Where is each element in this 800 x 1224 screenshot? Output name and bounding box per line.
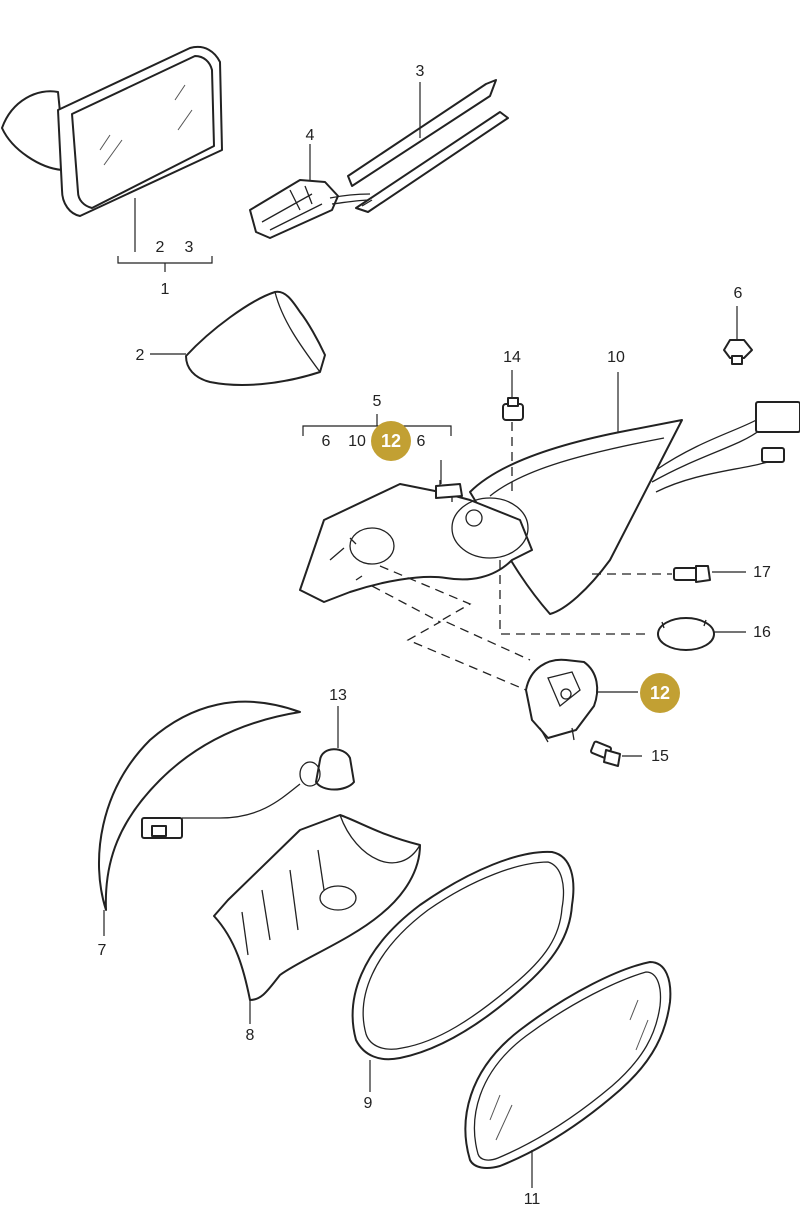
screw-17-drawing — [673, 565, 711, 583]
housing-shell-7-drawing — [97, 700, 301, 911]
callout-9: 9 — [364, 1095, 373, 1112]
cover-cap-drawing — [185, 290, 326, 386]
callout-1: 1 — [161, 281, 170, 298]
housing-body-8-drawing — [213, 814, 421, 1001]
bracket-group-1 — [117, 256, 213, 272]
highlight-badge-12-part-text: 12 — [650, 683, 670, 703]
callout-11: 11 — [524, 1191, 541, 1208]
callout-16: 16 — [753, 624, 771, 641]
callout-14: 14 — [503, 349, 521, 366]
callout-5: 5 — [373, 393, 382, 410]
mirror-base-drawing — [469, 401, 800, 615]
cap-16-drawing — [657, 617, 715, 651]
callout-group5-a: 6 — [322, 433, 331, 450]
screw-6-drawing — [723, 339, 753, 365]
bracket-group-5 — [302, 414, 452, 436]
dashed-line-base-to-16 — [499, 560, 650, 635]
callout-2: 2 — [136, 347, 145, 364]
mirror-glass-9-drawing — [351, 850, 575, 1061]
callout-3: 3 — [416, 63, 425, 80]
socket-13-drawing — [141, 748, 355, 839]
highlight-badge-12-part[interactable]: 12 — [640, 673, 680, 713]
callout-8: 8 — [246, 1027, 255, 1044]
clip-14-drawing — [502, 397, 524, 421]
callout-group5-c: 6 — [417, 433, 426, 450]
callout-13: 13 — [329, 687, 347, 704]
mirror-assembly-drawing — [1, 46, 223, 217]
callout-10: 10 — [607, 349, 625, 366]
dashed-line-support-to-12b — [379, 565, 531, 661]
highlight-badge-12-group[interactable]: 12 — [371, 421, 411, 461]
motor-unit-drawing — [249, 179, 373, 239]
callout-17: 17 — [753, 564, 771, 581]
callout-6: 6 — [734, 285, 743, 302]
callout-group5-b: 10 — [348, 433, 366, 450]
dashed-line-support-to-12 — [371, 585, 527, 691]
callout-group1-b: 3 — [185, 239, 194, 256]
highlight-badge-12-group-text: 12 — [381, 431, 401, 451]
callout-7: 7 — [98, 942, 107, 959]
cable-strips-drawing — [347, 79, 509, 213]
adjuster-12-drawing — [525, 658, 599, 743]
callout-15: 15 — [651, 748, 669, 765]
screw-15-drawing — [590, 740, 621, 767]
mirror-glass-11-drawing — [464, 961, 672, 1169]
callout-group1-a: 2 — [156, 239, 165, 256]
callout-4: 4 — [306, 127, 315, 144]
mirror-support-drawing — [299, 480, 533, 603]
